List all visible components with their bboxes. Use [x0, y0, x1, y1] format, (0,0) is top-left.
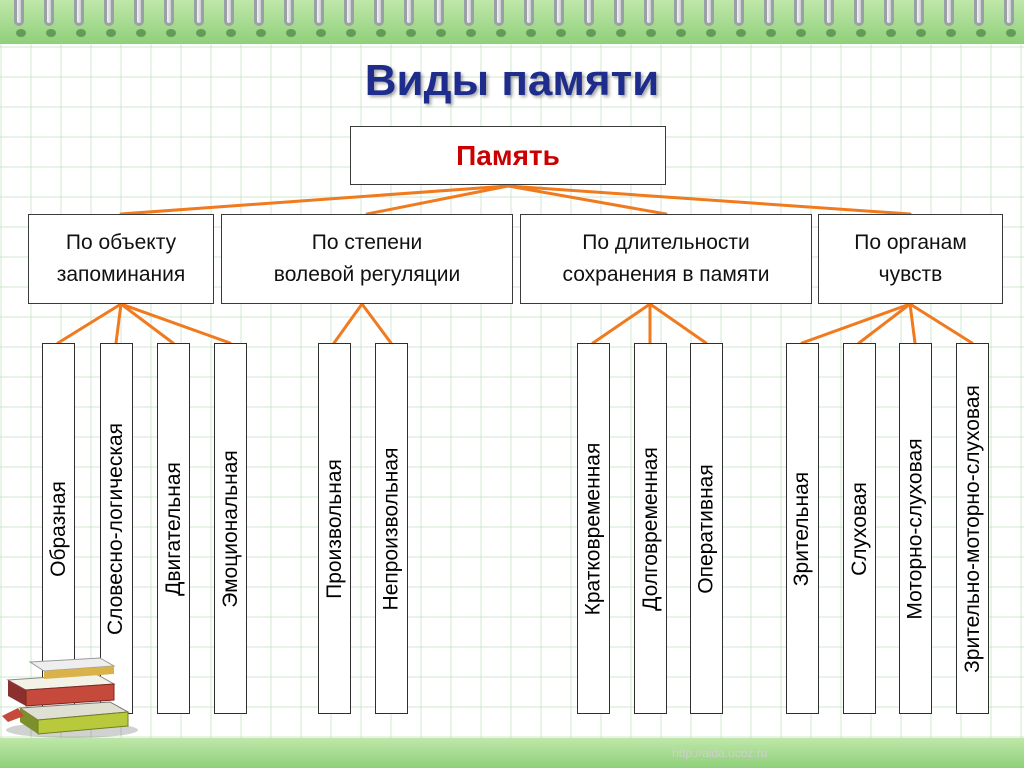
- spiral-ring-icon: [554, 0, 566, 37]
- connector-cat4-leaf1: [800, 302, 912, 345]
- spiral-ring-icon: [704, 0, 716, 37]
- leaf-involuntary: Непроизвольная: [375, 343, 408, 714]
- category-label-line1: По степени: [311, 231, 423, 254]
- spiral-ring-icon: [254, 0, 266, 37]
- slide-title: Виды памяти: [364, 56, 660, 105]
- spiral-ring-icon: [104, 0, 116, 37]
- spiral-ring-icon: [374, 0, 386, 37]
- spiral-ring-icon: [584, 0, 596, 37]
- category-label-line1: По органам: [854, 231, 967, 254]
- category-label-line2: волевой регуляции: [273, 263, 461, 286]
- spiral-ring-icon: [614, 0, 626, 37]
- category-by-duration: По длительности сохранения в памяти: [520, 214, 812, 304]
- spiral-ring-icon: [284, 0, 296, 37]
- leaf-emotional: Эмоциональная: [214, 343, 247, 714]
- leaf-label: Слуховая: [847, 481, 871, 576]
- leaf-label: Образная: [46, 480, 70, 577]
- connector-root-cat-4: [506, 184, 912, 216]
- spiral-ring-icon: [44, 0, 56, 37]
- connector-cat1-leaf2: [114, 302, 123, 345]
- notebook-bottom-band: [0, 738, 1024, 768]
- spiral-binding: [0, 0, 1024, 44]
- leaf-label: Непроизвольная: [379, 447, 403, 610]
- spiral-ring-icon: [944, 0, 956, 37]
- spiral-ring-icon: [524, 0, 536, 37]
- connector-cat2-leaf1: [332, 302, 364, 345]
- connector-root-cat-3: [506, 184, 668, 216]
- spiral-ring-icon: [854, 0, 866, 37]
- leaf-voluntary: Произвольная: [318, 343, 351, 714]
- category-label-line2: чувств: [878, 263, 943, 286]
- leaf-label: Зрительная: [790, 471, 814, 586]
- leaf-label: Зрительно-моторно-слуховая: [960, 384, 984, 673]
- leaf-label: Эмоциональная: [218, 449, 242, 608]
- connector-cat3-leaf3: [648, 302, 708, 345]
- connector-cat1-leaf4: [119, 302, 232, 345]
- leaf-label: Кратковременная: [581, 442, 605, 615]
- spiral-ring-icon: [404, 0, 416, 37]
- leaf-label: Двигательная: [161, 461, 185, 596]
- spiral-ring-icon: [434, 0, 446, 37]
- spiral-ring-icon: [644, 0, 656, 37]
- spiral-ring-icon: [914, 0, 926, 37]
- category-by-volition: По степени волевой регуляции: [221, 214, 513, 304]
- spiral-ring-icon: [464, 0, 476, 37]
- spiral-ring-icon: [674, 0, 686, 37]
- category-by-object: По объекту запоминания: [28, 214, 214, 304]
- leaf-motor: Двигательная: [157, 343, 190, 714]
- leaf-figurative: Образная: [42, 343, 75, 714]
- spiral-ring-icon: [14, 0, 26, 37]
- spiral-ring-icon: [884, 0, 896, 37]
- spiral-ring-icon: [494, 0, 506, 37]
- category-by-senses: По органам чувств: [818, 214, 1003, 304]
- leaf-short-term: Кратковременная: [577, 343, 610, 714]
- leaf-motor-auditory: Моторно-слуховая: [899, 343, 932, 714]
- connector-cat2-leaf2: [360, 302, 393, 345]
- spiral-ring-icon: [194, 0, 206, 37]
- leaf-visual: Зрительная: [786, 343, 819, 714]
- spiral-ring-icon: [1004, 0, 1016, 37]
- leaf-label: Долговременная: [638, 446, 662, 611]
- connector-cat4-leaf4: [908, 302, 974, 345]
- leaf-label: Словесно-логическая: [104, 422, 128, 635]
- category-label-line2: сохранения в памяти: [562, 263, 770, 286]
- spiral-ring-icon: [134, 0, 146, 37]
- connector-root-cat-1: [119, 184, 510, 216]
- leaf-label: Оперативная: [694, 463, 718, 594]
- leaf-auditory: Слуховая: [843, 343, 876, 714]
- spiral-ring-icon: [164, 0, 176, 37]
- connector-cat3-leaf1: [591, 302, 652, 345]
- leaf-label: Произвольная: [322, 458, 346, 599]
- spiral-ring-icon: [764, 0, 776, 37]
- category-label-line1: По объекту: [65, 231, 177, 254]
- category-label-line1: По длительности: [582, 231, 750, 254]
- spiral-ring-icon: [734, 0, 746, 37]
- spiral-ring-icon: [794, 0, 806, 37]
- spiral-ring-icon: [974, 0, 986, 37]
- spiral-ring-icon: [824, 0, 836, 37]
- leaf-label: Моторно-слуховая: [903, 437, 927, 620]
- watermark-url: http://aida.ucoz.ru: [672, 746, 768, 760]
- connector-cat4-leaf3: [908, 302, 917, 345]
- category-label-line2: запоминания: [56, 263, 186, 286]
- connector-cat1-leaf3: [119, 302, 175, 345]
- spiral-ring-icon: [74, 0, 86, 37]
- leaf-verbal-logical: Словесно-логическая: [100, 343, 133, 714]
- connector-cat4-leaf2: [857, 302, 912, 345]
- leaf-visual-motor-auditory: Зрительно-моторно-слуховая: [956, 343, 989, 714]
- connector-root-cat-2: [365, 184, 510, 216]
- stack-of-books-icon: [2, 657, 138, 738]
- spiral-ring-icon: [314, 0, 326, 37]
- leaf-long-term: Долговременная: [634, 343, 667, 714]
- leaf-operative: Оперативная: [690, 343, 723, 714]
- root-node-memory: Память: [350, 126, 666, 185]
- spiral-ring-icon: [344, 0, 356, 37]
- connector-cat1-leaf1: [56, 302, 123, 345]
- spiral-ring-icon: [224, 0, 236, 37]
